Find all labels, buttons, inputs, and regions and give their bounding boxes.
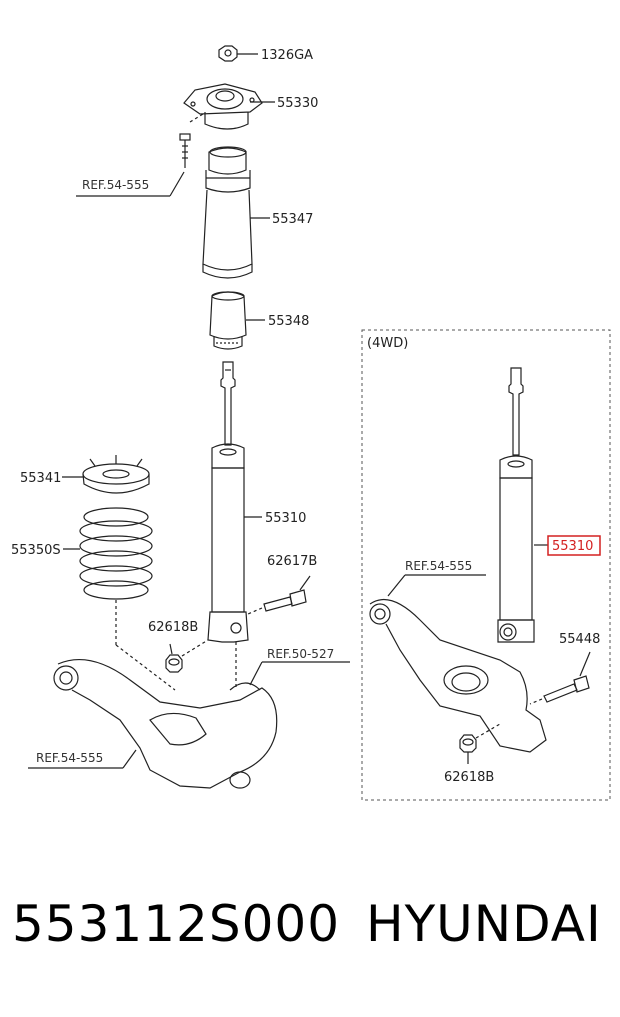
parts-diagram: 1326GA 55330 REF.54-555 55347 55348 5534… <box>11 45 611 801</box>
label-55348: 55348 <box>268 314 309 329</box>
4wd-lower-arm-part <box>369 574 547 753</box>
coil-spring-part <box>63 507 176 691</box>
label-4wd-55448: 55448 <box>559 632 600 647</box>
label-55310: 55310 <box>265 511 306 526</box>
label-1326ga: 1326GA <box>261 48 313 63</box>
shock-absorber-part <box>207 361 262 643</box>
label-55330: 55330 <box>277 96 318 111</box>
label-ref-top: REF.54-555 <box>82 178 149 192</box>
4wd-shock-absorber-part <box>497 367 548 643</box>
top-nut-part <box>218 45 258 62</box>
label-4wd-55310: 55310 <box>552 539 593 554</box>
label-62618b: 62618B <box>148 620 198 635</box>
lower-nut-part <box>165 639 209 673</box>
brand-name: HYUNDAI <box>366 895 602 953</box>
label-ref-arm: REF.54-555 <box>36 751 103 765</box>
highlight-box <box>547 535 601 556</box>
label-4wd-62618b: 62618B <box>444 770 494 785</box>
lower-bolt-part <box>247 575 311 615</box>
4wd-nut-part <box>459 723 501 764</box>
lower-arm-part <box>28 642 350 789</box>
label-55341: 55341 <box>20 471 61 486</box>
label-4wd-title: (4WD) <box>367 336 408 351</box>
bump-stopper-part <box>209 291 265 350</box>
label-55350s: 55350S <box>11 543 61 558</box>
mount-bolt-part <box>76 133 191 197</box>
dust-cover-part <box>202 146 270 279</box>
label-62617b: 62617B <box>267 554 317 569</box>
4wd-box <box>361 329 611 801</box>
part-number: 553112S000 <box>12 895 341 953</box>
label-55347: 55347 <box>272 212 313 227</box>
spring-pad-part <box>62 455 150 494</box>
footer: 553112S000 HYUNDAI <box>0 895 620 995</box>
4wd-bolt-part <box>529 651 591 705</box>
label-ref-knuckle: REF.50-527 <box>267 647 334 661</box>
label-4wd-ref: REF.54-555 <box>405 559 472 573</box>
strut-mount-part <box>183 83 275 130</box>
